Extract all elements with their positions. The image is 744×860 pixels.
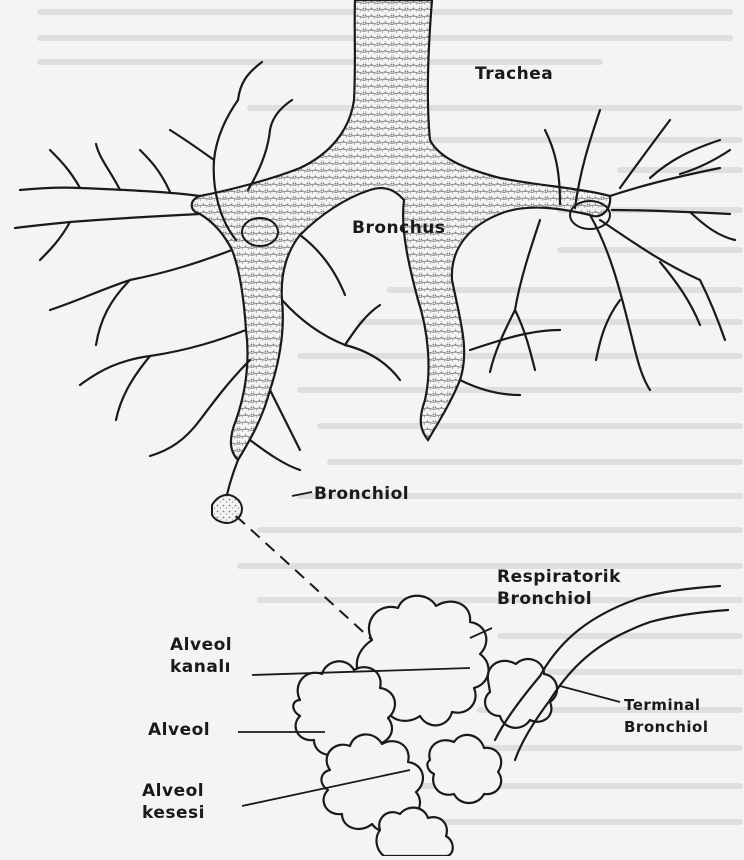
label-trachea: Trachea [475,64,553,84]
label-terminal-line2: Bronchiol [624,716,708,738]
magnification-dashed-line [236,516,372,640]
label-alveol-kesesi: Alveol kesesi [142,780,205,824]
label-alveol-kesesi-line2: kesesi [142,802,205,824]
leader-terminal [560,686,620,702]
label-alveol: Alveol [148,720,210,740]
label-bronchus: Bronchus [352,218,446,238]
label-alveol-kesesi-line1: Alveol [142,780,205,802]
label-alveol-kanali: Alveol kanalı [170,634,232,678]
label-alveol-kanali-line2: kanalı [170,656,232,678]
label-respiratorik-line2: Bronchiol [497,588,621,610]
label-bronchiol: Bronchiol [314,484,409,504]
label-terminal-line1: Terminal [624,694,708,716]
label-respiratorik-line1: Respiratorik [497,566,621,588]
label-terminal-bronchiol: Terminal Bronchiol [624,694,708,738]
label-alveol-kanali-line1: Alveol [170,634,232,656]
label-respiratorik-bronchiol: Respiratorik Bronchiol [497,566,621,610]
bronchiole-terminal-detail [212,495,242,523]
